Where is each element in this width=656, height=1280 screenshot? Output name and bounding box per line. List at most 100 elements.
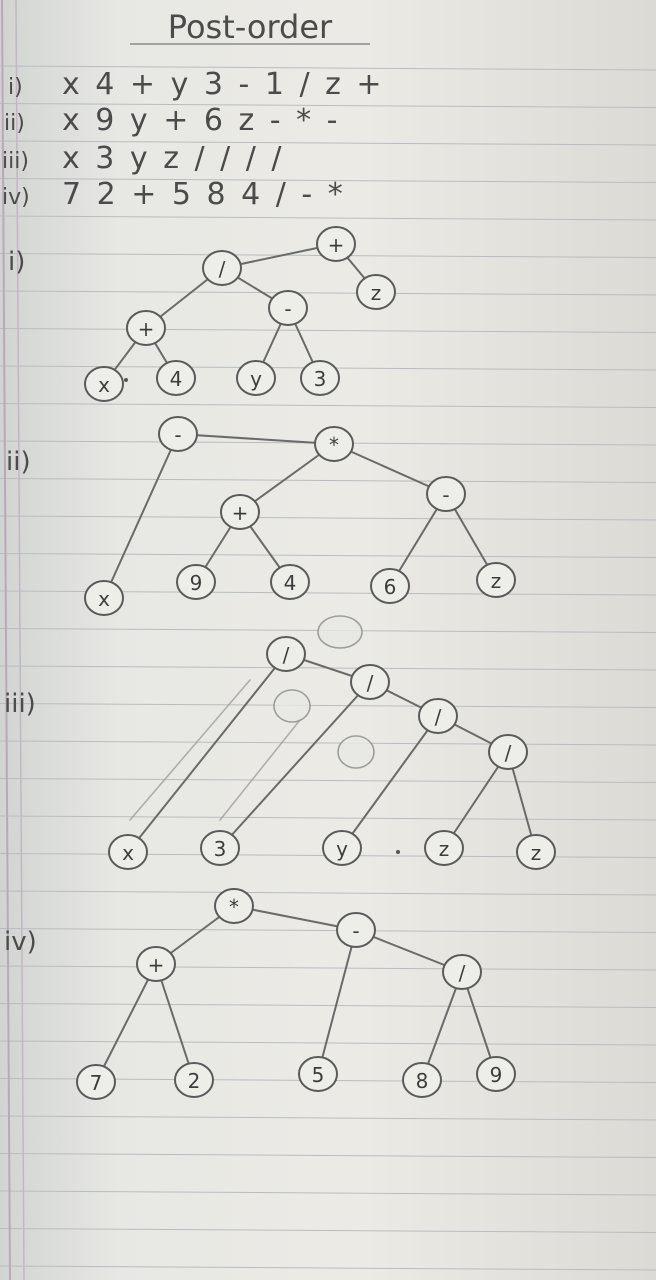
ruled-line (0, 740, 656, 746)
tree-node-value: 5 (312, 1063, 325, 1087)
tree-node-circle (426, 476, 466, 512)
ruled-line (0, 1265, 656, 1271)
tree-node-value: / (435, 705, 442, 729)
tree-node: z (516, 834, 556, 870)
tree-node-value: - (284, 297, 291, 321)
tree-node: x (108, 834, 148, 870)
tree-node: + (316, 226, 356, 262)
tree-node-value: - (174, 423, 181, 447)
tree-node: x (84, 366, 124, 402)
tree-node-value: 9 (190, 571, 203, 595)
tree-node: 6 (370, 568, 410, 604)
ruled-line (0, 1228, 656, 1233)
ruled-line (0, 1153, 656, 1158)
tree-node-circle (418, 698, 458, 734)
tree-node-value: * (329, 433, 339, 457)
tree-node: 3 (300, 360, 340, 396)
tree-node: + (126, 310, 166, 346)
margin-line (15, 0, 25, 1280)
expression-text: x 4 + y 3 - 1 / z + (62, 67, 385, 102)
tree-node-value: z (439, 837, 450, 861)
tree-node: - (336, 912, 376, 948)
ruled-line (0, 290, 656, 296)
erased-node (337, 735, 375, 769)
tree-node-value: 6 (384, 575, 397, 599)
expression-label: i) (8, 75, 23, 100)
tree-node-value: z (371, 281, 382, 305)
tree-edge (155, 963, 195, 1081)
tree-node-circle (268, 290, 308, 326)
tree-node-value: x (98, 587, 110, 611)
tree-node-circle (84, 580, 124, 616)
tree-node-circle (314, 426, 354, 462)
expression-text: 7 2 + 5 8 4 / - * (62, 177, 346, 212)
tree-node-circle (176, 564, 216, 600)
ruled-line (0, 140, 656, 146)
tree-node: 5 (298, 1056, 338, 1092)
tree-node-circle (488, 734, 528, 770)
tree-node-value: - (352, 919, 359, 943)
section-label: i) (8, 247, 25, 277)
tree-node-circle (270, 564, 310, 600)
tree-node-circle (476, 562, 516, 598)
ruled-lines (0, 65, 656, 1271)
tree-node-circle (356, 274, 396, 310)
section-label: ii) (6, 447, 31, 477)
tree-edge (333, 443, 447, 495)
tree-node-value: z (531, 841, 542, 865)
tree-node: z (356, 274, 396, 310)
tree-node: 9 (476, 1056, 516, 1092)
tree-node-circle (402, 1062, 442, 1098)
ruled-line (0, 553, 656, 558)
expression-label: iv) (2, 185, 30, 210)
tree-node-value: + (138, 317, 155, 341)
tree-node: + (136, 946, 176, 982)
tree-node-value: + (148, 953, 165, 977)
tree-node-circle (424, 830, 464, 866)
tree-edge (219, 681, 371, 849)
ruled-line (0, 215, 656, 221)
tree-node: 8 (402, 1062, 442, 1098)
tree-node-circle (476, 1056, 516, 1092)
tree-node-circle (84, 366, 124, 402)
ruled-line (0, 890, 656, 896)
tree-node: 9 (176, 564, 216, 600)
ruled-line (0, 928, 656, 933)
tree-node-circle (174, 1062, 214, 1098)
expression-list: i) x 4 + y 3 - 1 / z + ii) x 9 y + 6 z -… (2, 67, 385, 212)
tree-node: - (268, 290, 308, 326)
tree-node-circle (220, 494, 260, 530)
ruled-line (0, 1003, 656, 1008)
tree-node-value: 8 (416, 1069, 429, 1093)
tree-edge (341, 715, 439, 849)
tree-node-circle (200, 830, 240, 866)
tree-node-circle (108, 834, 148, 870)
tree-edge (239, 443, 335, 513)
tree-node-value: * (229, 895, 239, 919)
tree-node-value: x (98, 373, 110, 397)
tree-node-circle (336, 912, 376, 948)
erased-marks (129, 615, 375, 821)
tree-node: - (158, 416, 198, 452)
tree-node: z (424, 830, 464, 866)
pencil-dot (124, 378, 128, 382)
tree-edge (317, 929, 357, 1075)
ruled-line (0, 1190, 656, 1196)
tree-node-value: 2 (188, 1069, 201, 1093)
tree-edge (233, 905, 357, 931)
erased-node (273, 689, 311, 723)
tree-node-circle (316, 226, 356, 262)
tree-node-circle (136, 946, 176, 982)
tree-node-circle (300, 360, 340, 396)
tree-node: / (266, 636, 306, 672)
tree-node: / (350, 664, 390, 700)
tree-node: / (488, 734, 528, 770)
tree-node-circle (214, 888, 254, 924)
tree-node-circle (266, 636, 306, 672)
tree-edge (103, 433, 179, 599)
tree-node-value: + (328, 233, 345, 257)
tree-node-value: y (250, 367, 262, 391)
ruled-line (0, 703, 656, 708)
